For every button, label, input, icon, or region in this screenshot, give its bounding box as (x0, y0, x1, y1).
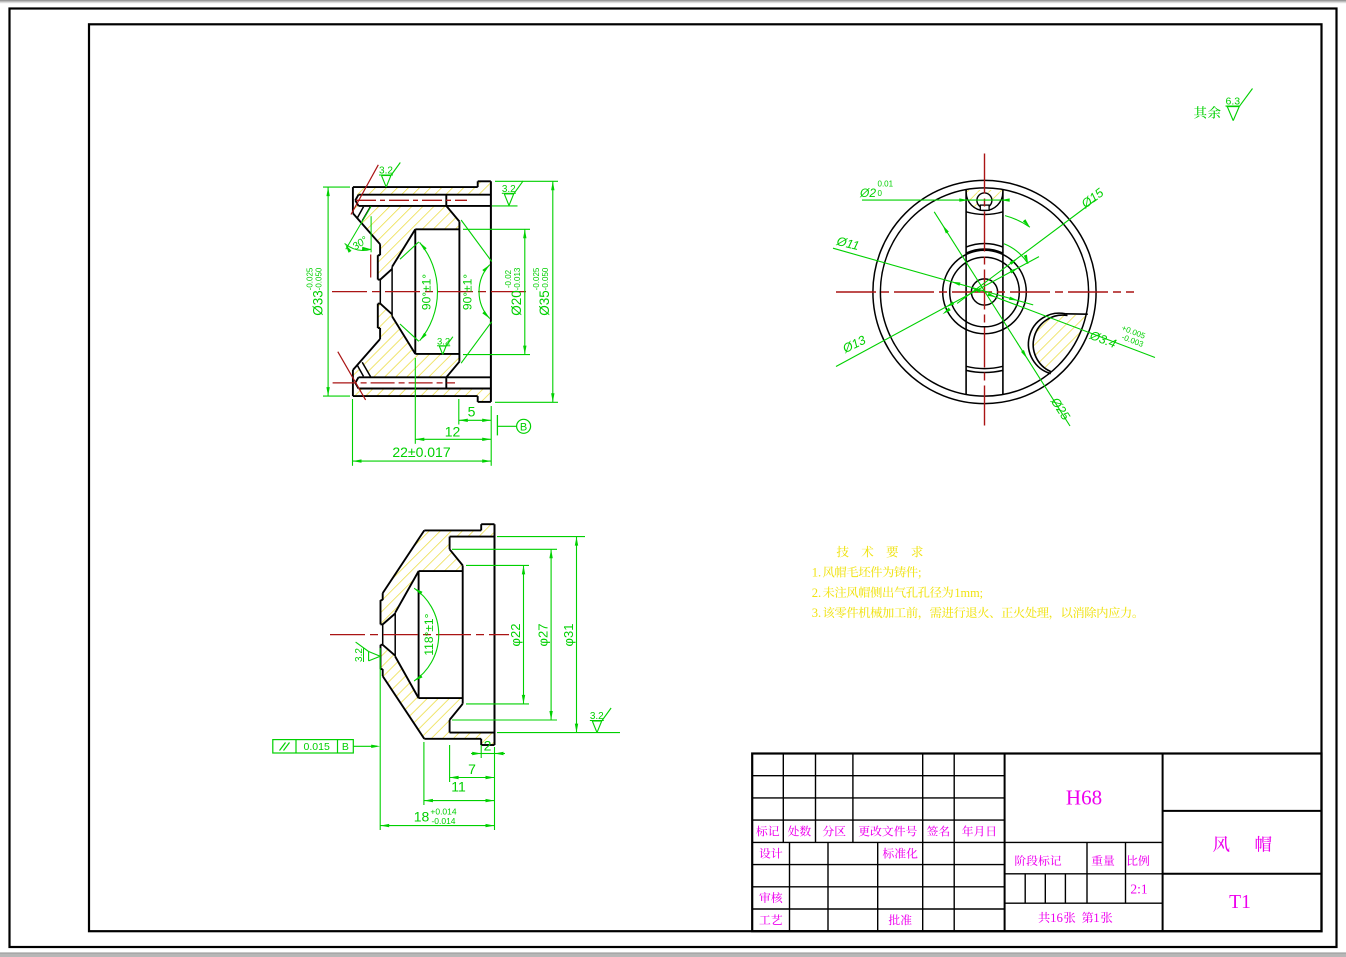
svg-text:6.3: 6.3 (1225, 96, 1240, 108)
svg-text:7: 7 (468, 761, 476, 777)
svg-text:3.2: 3.2 (590, 711, 604, 722)
svg-text:0.01: 0.01 (878, 180, 894, 189)
svg-text:12: 12 (445, 424, 461, 440)
svg-text:3.2: 3.2 (354, 648, 365, 662)
svg-text:90°±1°: 90°±1° (420, 274, 434, 310)
svg-text:1mm;: 1mm; (954, 586, 983, 600)
svg-text:1: 1 (1093, 911, 1099, 925)
svg-text:3.2: 3.2 (502, 184, 516, 195)
svg-text:2:1: 2:1 (1130, 882, 1147, 897)
svg-text:H68: H68 (1066, 786, 1102, 810)
svg-text:-0.02: -0.02 (504, 269, 513, 288)
svg-text:1.: 1. (812, 566, 821, 580)
svg-text:-0.050: -0.050 (541, 267, 550, 290)
svg-text:-0.014: -0.014 (431, 816, 455, 826)
svg-text:Ø20: Ø20 (509, 290, 524, 316)
svg-text:11: 11 (451, 779, 466, 795)
svg-text:-0.025: -0.025 (532, 267, 541, 290)
svg-text:22±0.017: 22±0.017 (392, 444, 451, 460)
svg-text:90°±1°: 90°±1° (461, 274, 475, 310)
svg-text:T1: T1 (1229, 892, 1251, 913)
svg-text:B: B (520, 421, 527, 433)
svg-text:0.015: 0.015 (304, 741, 330, 753)
svg-text:118°±1°: 118°±1° (422, 613, 436, 655)
svg-text:φ27: φ27 (536, 624, 551, 647)
svg-text:+0.014: +0.014 (430, 807, 457, 817)
svg-text:-0.050: -0.050 (315, 267, 324, 290)
svg-text:18: 18 (414, 809, 430, 825)
svg-text:φ31: φ31 (561, 624, 576, 647)
svg-text:φ22: φ22 (508, 624, 523, 647)
svg-text:Ø33: Ø33 (311, 290, 326, 316)
svg-text:B: B (342, 741, 349, 753)
svg-text:-0.025: -0.025 (306, 267, 315, 290)
svg-text:3.: 3. (812, 606, 821, 620)
svg-text:2.: 2. (812, 586, 821, 600)
svg-text:3.2: 3.2 (437, 336, 450, 347)
svg-text:0: 0 (878, 189, 883, 198)
svg-text:16: 16 (1050, 911, 1063, 925)
svg-text:Ø11: Ø11 (834, 234, 860, 253)
svg-text:Ø35: Ø35 (537, 290, 552, 316)
svg-text:3.2: 3.2 (379, 166, 393, 177)
svg-text:-0.013: -0.013 (513, 267, 522, 290)
svg-text:Ø2: Ø2 (859, 186, 876, 200)
svg-text:5: 5 (468, 404, 476, 420)
svg-text:2: 2 (484, 738, 492, 754)
